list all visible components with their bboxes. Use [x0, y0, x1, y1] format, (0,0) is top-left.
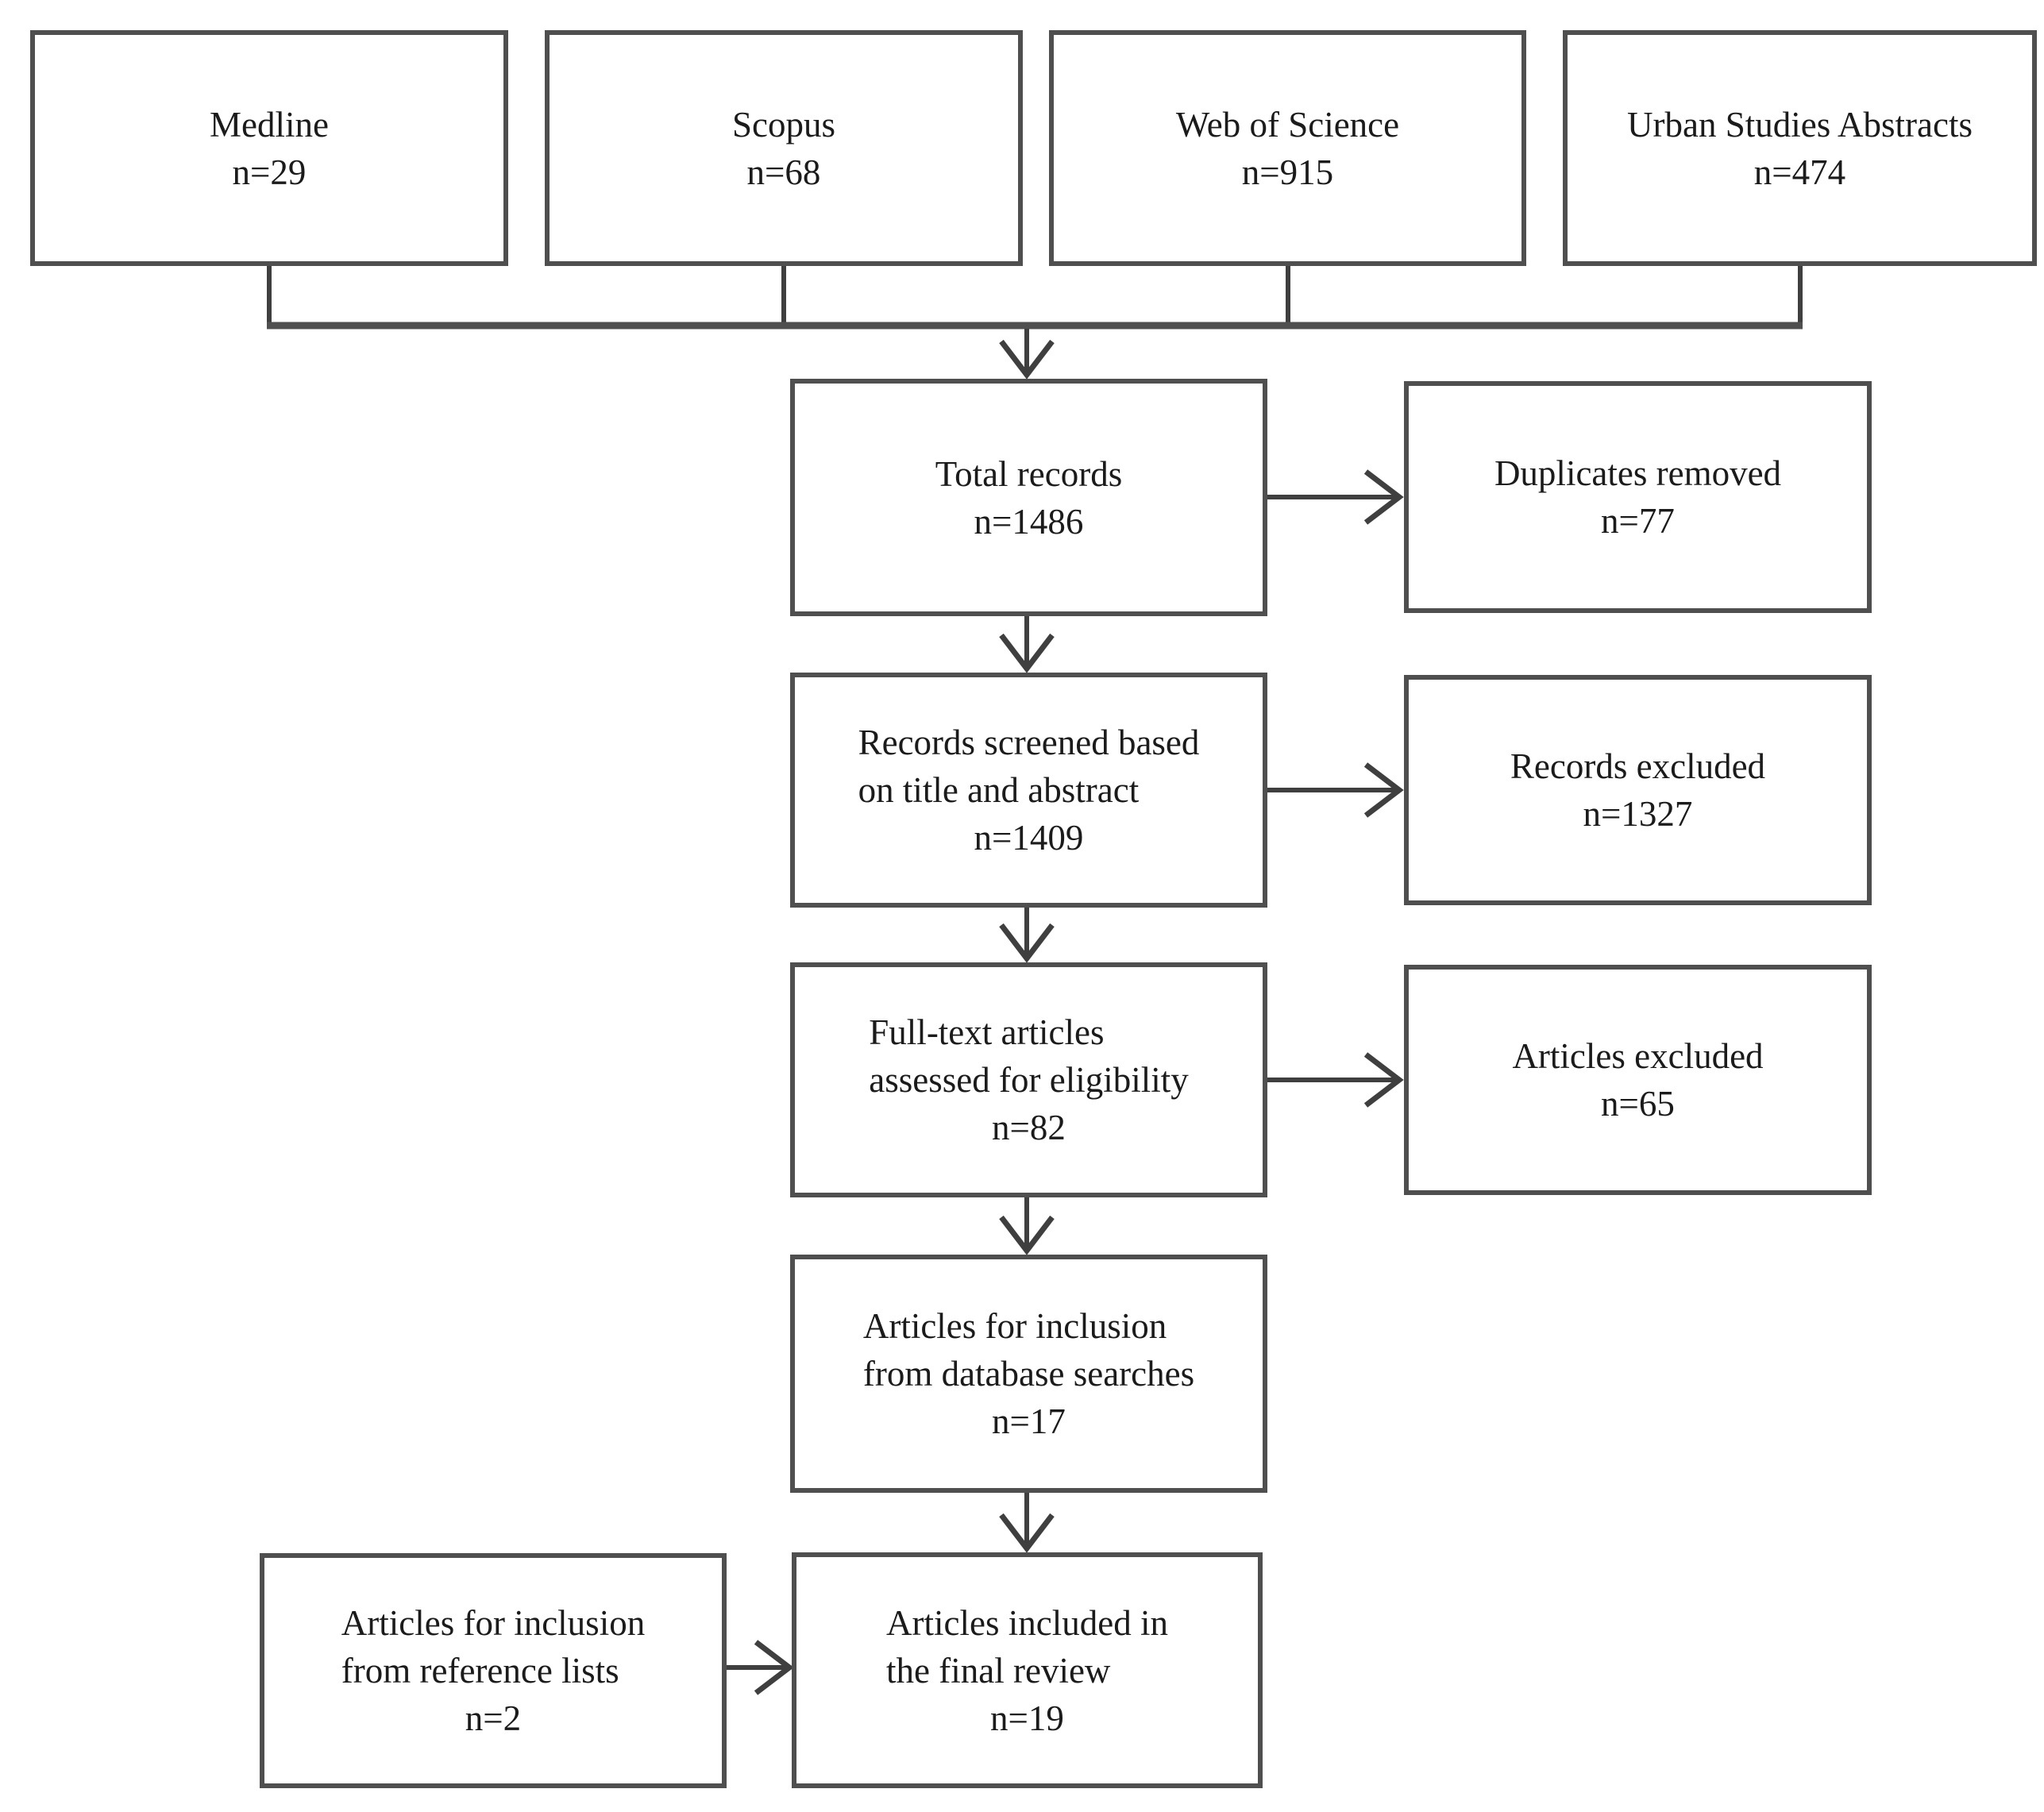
- box-full-text-assessed: Full-text articles assessed for eligibil…: [790, 962, 1267, 1197]
- box-records-excluded-label: Records excluded: [1510, 746, 1766, 786]
- box-full-text-assessed-count: n=82: [992, 1108, 1066, 1147]
- box-medline-count: n=29: [232, 152, 307, 192]
- box-duplicates-removed: Duplicates removed n=77: [1404, 381, 1872, 613]
- box-records-excluded-count: n=1327: [1583, 794, 1693, 834]
- box-records-excluded: Records excluded n=1327: [1404, 675, 1872, 905]
- box-records-screened-count: n=1409: [974, 818, 1084, 858]
- box-total-records-count: n=1486: [974, 501, 1084, 542]
- box-inclusion-database-count: n=17: [992, 1401, 1066, 1441]
- box-records-screened: Records screened based on title and abst…: [790, 673, 1267, 908]
- box-full-text-assessed-label: Full-text articles assessed for eligibil…: [869, 1012, 1189, 1100]
- box-web-of-science-count: n=915: [1241, 152, 1334, 192]
- box-urban-studies-abstracts-label: Urban Studies Abstracts: [1627, 104, 1973, 145]
- box-final-review-label: Articles included in the final review: [886, 1602, 1168, 1691]
- box-records-screened-label: Records screened based on title and abst…: [858, 723, 1200, 810]
- box-articles-excluded-label: Articles excluded: [1512, 1036, 1764, 1076]
- box-inclusion-references: Articles for inclusion from reference li…: [260, 1553, 727, 1788]
- box-scopus-label: Scopus: [731, 104, 835, 145]
- box-final-review-count: n=19: [990, 1698, 1064, 1738]
- box-duplicates-removed-count: n=77: [1601, 501, 1675, 541]
- box-medline: Medline n=29: [30, 30, 508, 266]
- box-inclusion-database-label: Articles for inclusion from database sea…: [862, 1306, 1195, 1394]
- box-total-records: Total records n=1486: [790, 379, 1267, 616]
- box-inclusion-database: Articles for inclusion from database sea…: [790, 1255, 1267, 1493]
- box-total-records-label: Total records: [935, 453, 1123, 494]
- box-web-of-science-label: Web of Science: [1175, 104, 1400, 145]
- box-web-of-science: Web of Science n=915: [1049, 30, 1526, 266]
- box-urban-studies-abstracts-count: n=474: [1753, 152, 1846, 192]
- box-scopus: Scopus n=68: [545, 30, 1023, 266]
- box-scopus-count: n=68: [746, 152, 821, 192]
- box-inclusion-references-label: Articles for inclusion from reference li…: [341, 1603, 646, 1691]
- box-medline-label: Medline: [210, 104, 329, 145]
- box-articles-excluded: Articles excluded n=65: [1404, 965, 1872, 1195]
- box-urban-studies-abstracts: Urban Studies Abstracts n=474: [1563, 30, 2037, 266]
- box-inclusion-references-count: n=2: [465, 1698, 522, 1738]
- box-articles-excluded-count: n=65: [1601, 1084, 1675, 1124]
- box-final-review: Articles included in the final review n=…: [792, 1552, 1263, 1788]
- box-duplicates-removed-label: Duplicates removed: [1494, 453, 1782, 493]
